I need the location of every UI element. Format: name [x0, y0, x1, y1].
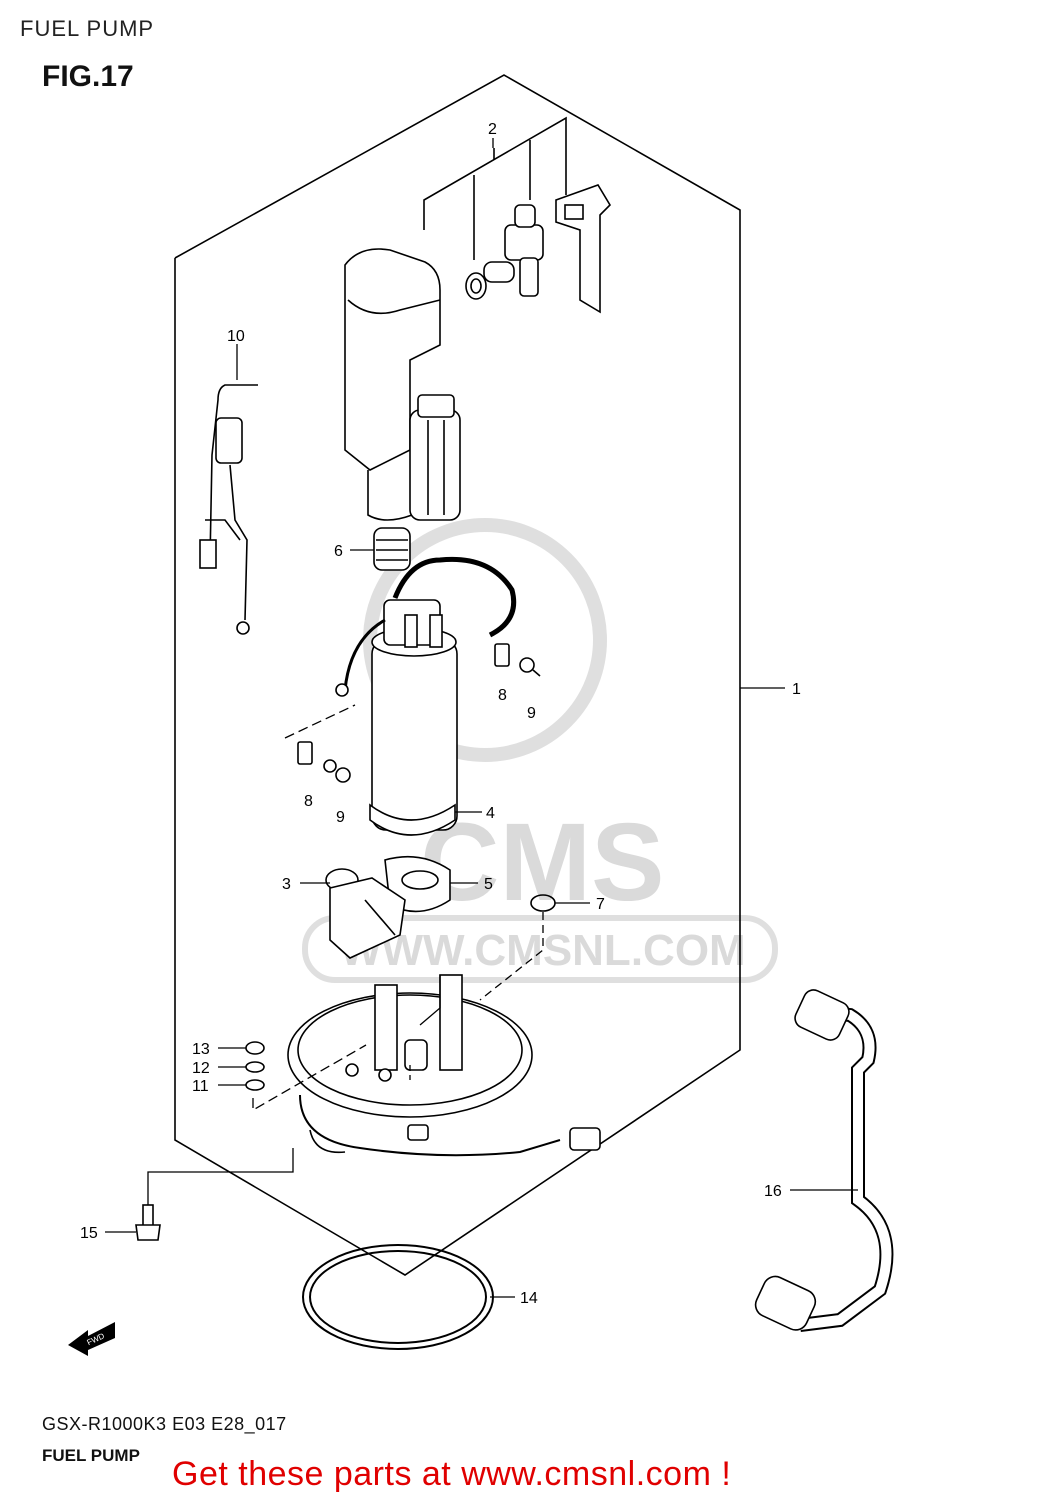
part-4-clamp	[369, 803, 456, 836]
watermark-brand: CMS	[420, 801, 664, 924]
callout-9: 9	[336, 809, 345, 826]
callout-3: 3	[282, 876, 291, 893]
leader-lines	[105, 138, 858, 1298]
part-6-filter-boot	[373, 527, 411, 571]
part-2-regulator-set	[423, 116, 612, 314]
part-16-fuel-hose	[754, 989, 894, 1332]
callout-13: 13	[192, 1041, 210, 1058]
callout-12: 12	[192, 1060, 210, 1077]
pump-base-plate	[287, 974, 601, 1157]
watermark-url: WWW.CMSNL.COM	[340, 926, 746, 975]
callout-14: 14	[520, 1290, 538, 1307]
callout-8: 8	[304, 793, 313, 810]
part-11-13-fasteners	[245, 1041, 265, 1091]
callout-4: 4	[486, 805, 495, 822]
page-header: FUEL PUMP	[20, 16, 155, 41]
watermark: CMS WWW.CMSNL.COM	[302, 518, 778, 983]
part-3-sender	[325, 868, 406, 959]
figure-number: FIG.17	[42, 60, 134, 93]
part-8-clip	[297, 643, 510, 765]
forward-arrow-icon: FWD	[68, 1322, 115, 1356]
callout-11: 11	[192, 1078, 209, 1095]
pump-motor	[335, 556, 517, 831]
callout-7: 7	[596, 896, 605, 913]
callout-8: 8	[498, 687, 507, 704]
part-15-bolt	[135, 1204, 161, 1241]
pump-housing	[344, 248, 461, 521]
part-14-gasket	[302, 1244, 494, 1350]
callout-5: 5	[484, 876, 493, 893]
promo-link[interactable]: Get these parts at www.cmsnl.com !	[172, 1455, 732, 1493]
callout-1: 1	[792, 681, 801, 698]
callout-6: 6	[334, 543, 343, 560]
part-10-harness	[199, 384, 258, 635]
part-9-screw	[323, 657, 541, 783]
footer-subtitle: FUEL PUMP	[42, 1446, 140, 1465]
callout-labels: 1 2 3 4 5 6 7 8 9 8 9 10 11 12 13 14 15 …	[80, 121, 801, 1307]
callout-9: 9	[527, 705, 536, 722]
model-code: GSX-R1000K3 E03 E28_017	[42, 1414, 287, 1434]
callout-16: 16	[764, 1183, 782, 1200]
callout-15: 15	[80, 1225, 98, 1242]
callout-2: 2	[488, 121, 497, 138]
callout-10: 10	[227, 328, 245, 345]
assembly-boundary	[174, 74, 741, 1276]
